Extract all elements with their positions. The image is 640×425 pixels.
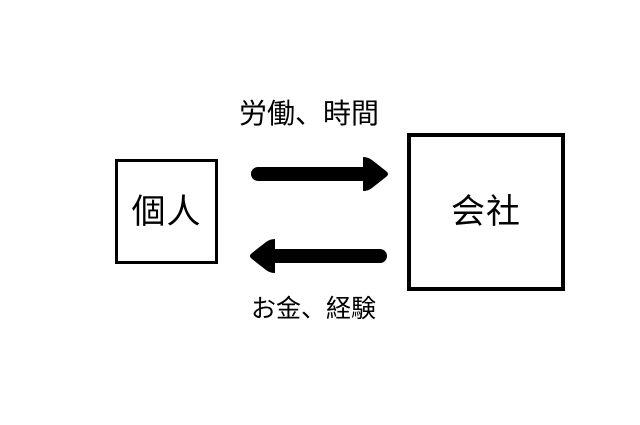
individual-box: 個人	[115, 159, 218, 264]
money-experience-label: お金、経験	[251, 294, 377, 323]
company-box: 会社	[407, 133, 565, 291]
company-label: 会社	[451, 192, 521, 232]
arrow-to-individual	[250, 239, 387, 273]
arrow-to-company	[251, 157, 388, 191]
individual-label: 個人	[131, 191, 202, 232]
arrow-to-individual-head	[250, 239, 275, 273]
labor-time-label: 労働、時間	[239, 97, 380, 130]
arrow-to-company-head	[363, 157, 388, 191]
